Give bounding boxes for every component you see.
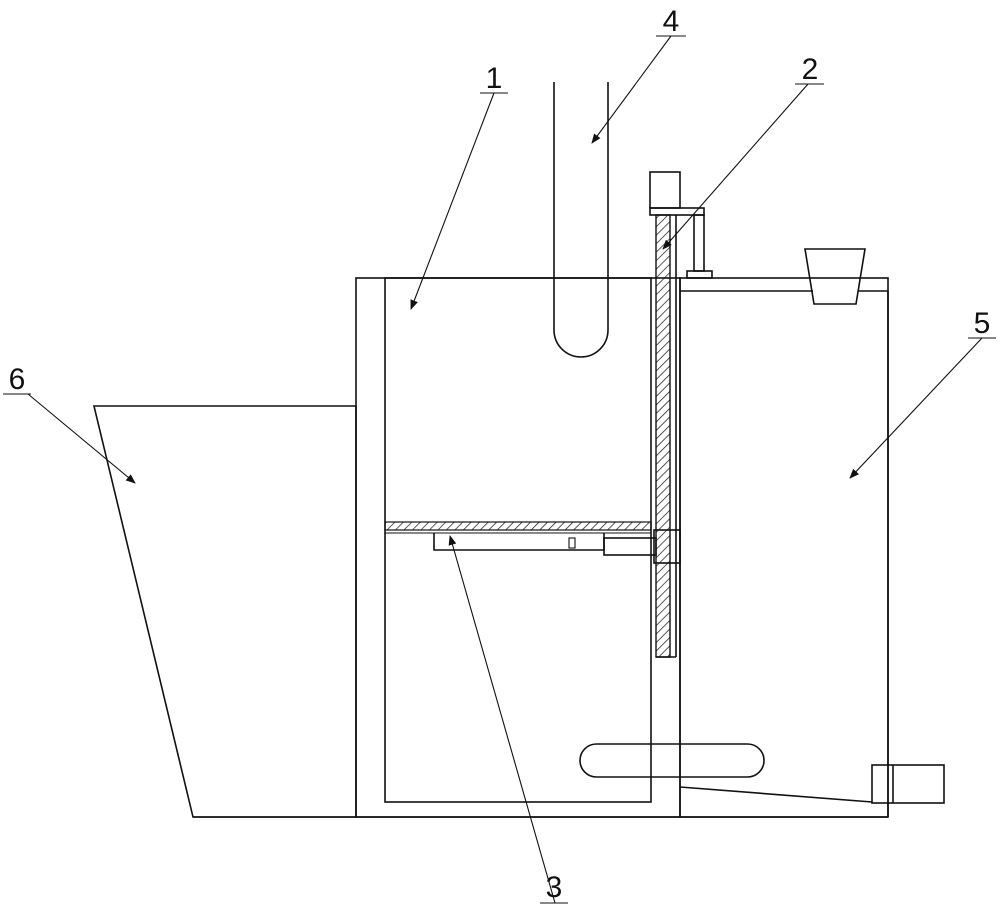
perforated-plate <box>384 521 652 531</box>
part-2-lead-screw <box>649 171 713 658</box>
support-post <box>693 214 705 272</box>
sloped-floor <box>679 786 873 803</box>
leader-5 <box>849 337 983 479</box>
motor-box <box>649 171 681 209</box>
part-5-right-chamber <box>679 248 945 818</box>
label-1: 1 <box>486 62 503 95</box>
part-3-scraper-plate <box>384 521 681 564</box>
small-bracket <box>568 537 576 549</box>
part-labels: 1 2 3 4 5 6 <box>9 5 991 904</box>
label-3: 3 <box>546 871 563 904</box>
leader-lines <box>3 35 996 904</box>
feed-funnel <box>804 248 866 305</box>
label-5: 5 <box>974 307 991 340</box>
part-1-main-chamber <box>355 277 681 818</box>
screw-rod <box>655 214 671 658</box>
motor-plate <box>649 207 705 216</box>
part-6-hopper <box>92 405 357 818</box>
connector-block <box>603 537 657 556</box>
leader-2 <box>662 83 809 250</box>
leader-4 <box>591 35 672 144</box>
label-6: 6 <box>9 363 26 396</box>
stirring-paddle <box>579 743 765 778</box>
label-4: 4 <box>663 5 680 38</box>
leader-6 <box>27 393 136 484</box>
outlet-valve <box>871 764 945 804</box>
support-foot <box>686 270 713 279</box>
part-4-inlet-pipe <box>553 82 609 358</box>
plate-frame <box>433 533 605 551</box>
label-2: 2 <box>802 53 819 86</box>
leader-3 <box>448 535 556 904</box>
leader-1 <box>410 92 495 310</box>
